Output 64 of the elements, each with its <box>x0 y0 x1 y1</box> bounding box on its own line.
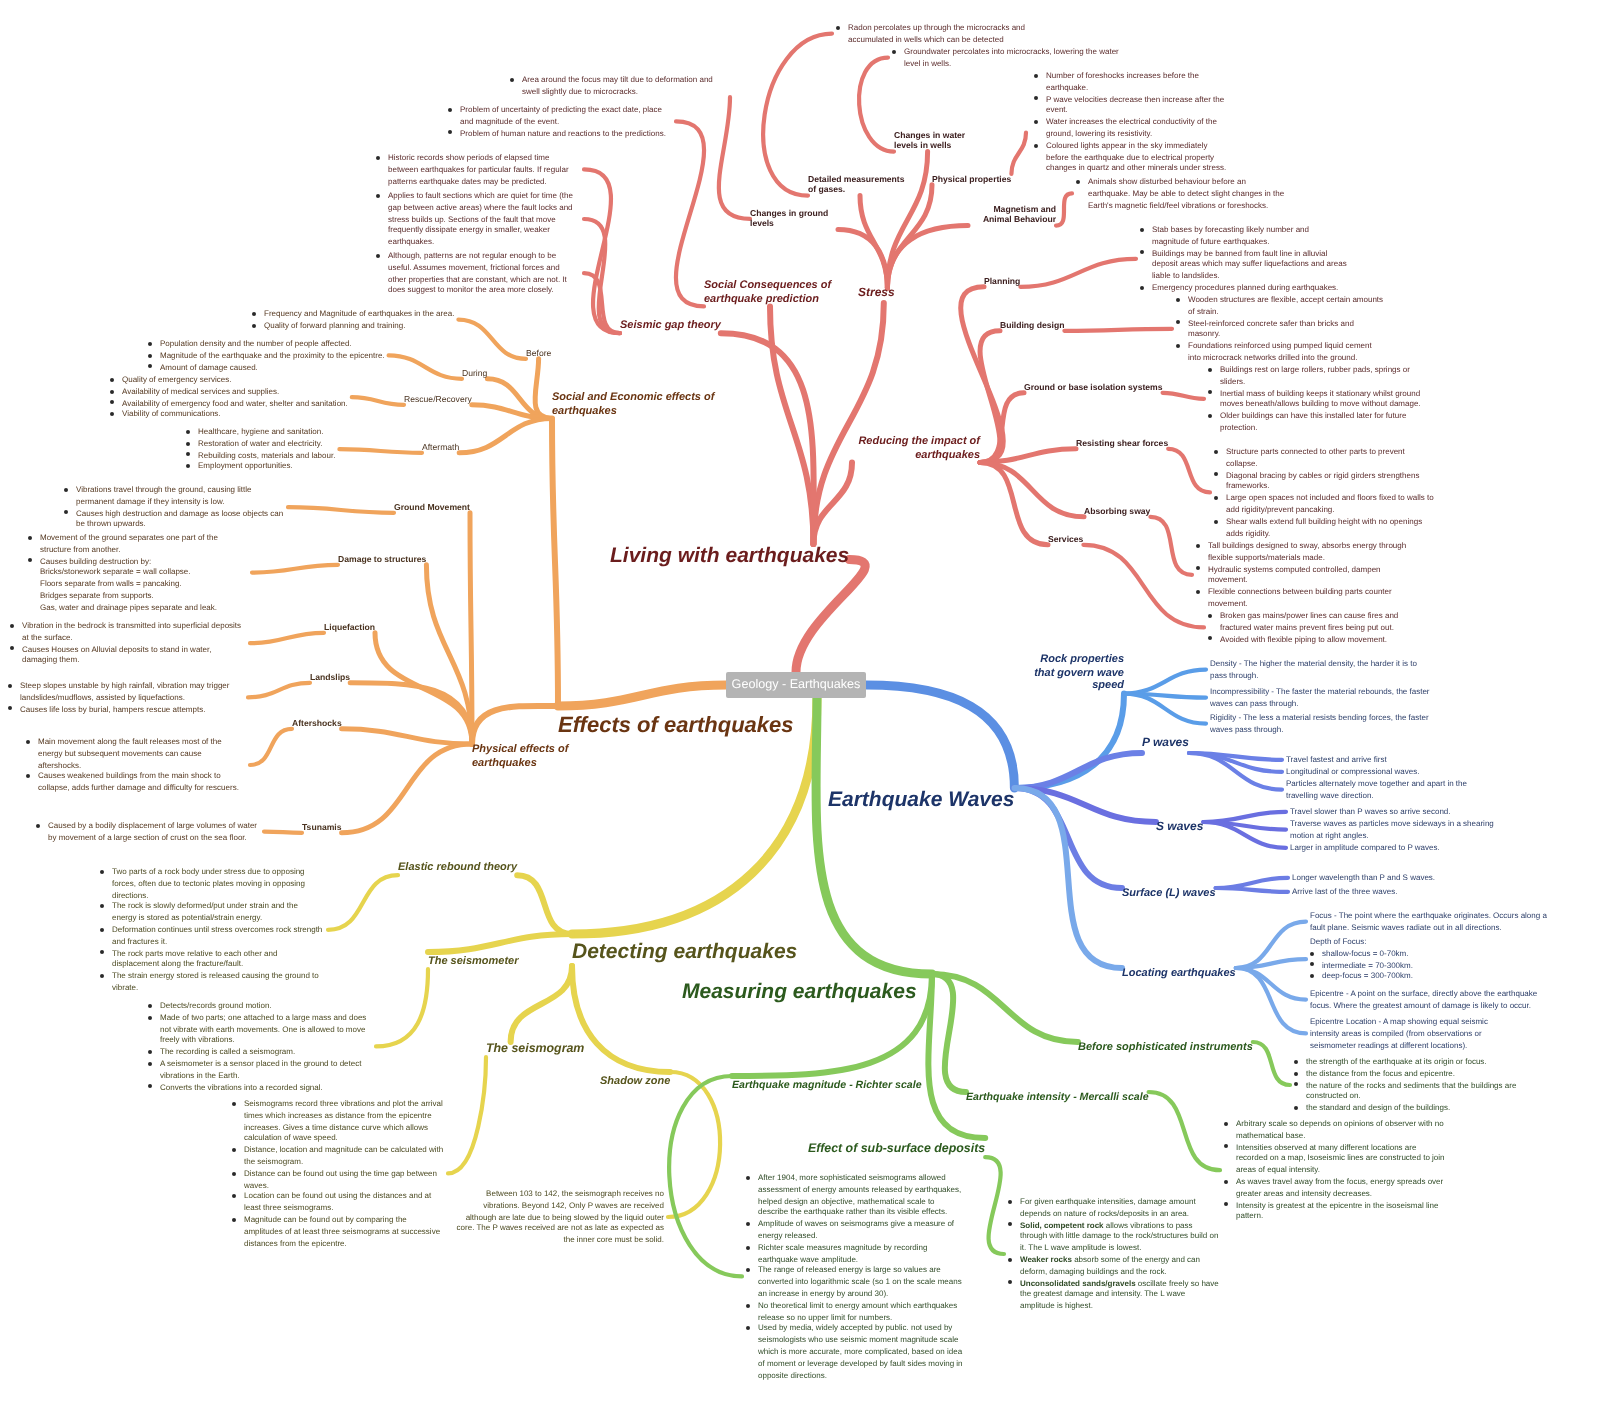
branch-line <box>977 390 1027 465</box>
branch-line <box>929 971 1081 1045</box>
branch-line <box>469 702 561 747</box>
branch-line <box>1186 750 1285 792</box>
branch-line <box>1121 691 1209 726</box>
branch-line <box>811 693 937 979</box>
branch-line <box>1121 667 1209 696</box>
branch-line <box>977 328 1003 465</box>
branch-line <box>1081 542 1207 630</box>
branch-line <box>1018 256 1139 289</box>
branch-line <box>983 1155 1007 1257</box>
branch-line <box>1250 1039 1293 1088</box>
branch-line <box>1062 326 1175 333</box>
branch-line <box>581 271 623 336</box>
branch-title: Effects of earthquakes <box>558 706 794 740</box>
branch-line <box>247 726 295 768</box>
branch-line <box>673 119 707 309</box>
branch-line <box>261 829 305 835</box>
branch-line <box>325 873 401 932</box>
branch-line <box>249 562 341 575</box>
branch-line <box>857 55 897 154</box>
branch-line <box>456 317 529 361</box>
branch-line <box>373 967 431 1049</box>
branch-line <box>1233 965 1309 1036</box>
branch-line <box>665 1069 723 1220</box>
branch-line <box>549 415 561 709</box>
branch-line <box>716 95 753 221</box>
branch-line <box>247 630 327 646</box>
branch-line <box>456 415 555 456</box>
branch-line <box>958 284 1006 465</box>
branch-line <box>1201 819 1289 850</box>
branch-line <box>1166 446 1213 495</box>
branch-line <box>977 459 1051 548</box>
branch-line <box>1148 514 1195 577</box>
branch-line <box>1011 785 1125 971</box>
branch-line <box>532 356 555 421</box>
branch-line <box>445 1055 489 1176</box>
branch-title: Earthquake Waves <box>828 788 1015 814</box>
branch-line <box>861 680 1019 793</box>
branch-title: Living with earthquakes <box>610 544 850 570</box>
branch-title: Measuring earthquakes <box>682 974 932 1006</box>
branch-line <box>569 963 674 1075</box>
branch-line <box>1146 1089 1223 1173</box>
branch-line <box>1053 191 1075 228</box>
branch-line <box>667 1073 745 1279</box>
branch-line <box>245 680 313 700</box>
branch-line <box>337 447 425 455</box>
branch-line <box>339 726 475 747</box>
branch-line <box>1009 130 1029 177</box>
branch-line <box>1213 885 1291 894</box>
branch-line <box>1160 390 1207 401</box>
branch-line <box>553 680 731 711</box>
branch-line <box>810 459 855 547</box>
branch-line <box>347 680 475 747</box>
branch-line <box>425 931 575 955</box>
branch-title: Detecting earthquakes <box>572 934 798 966</box>
branch-line <box>285 505 397 515</box>
branch-line <box>349 395 407 407</box>
branch-line <box>884 223 971 291</box>
branch-line <box>791 555 870 677</box>
branch-line <box>761 31 835 198</box>
branch-line <box>339 741 475 836</box>
branch-line <box>386 353 465 381</box>
branch-line <box>717 330 817 547</box>
